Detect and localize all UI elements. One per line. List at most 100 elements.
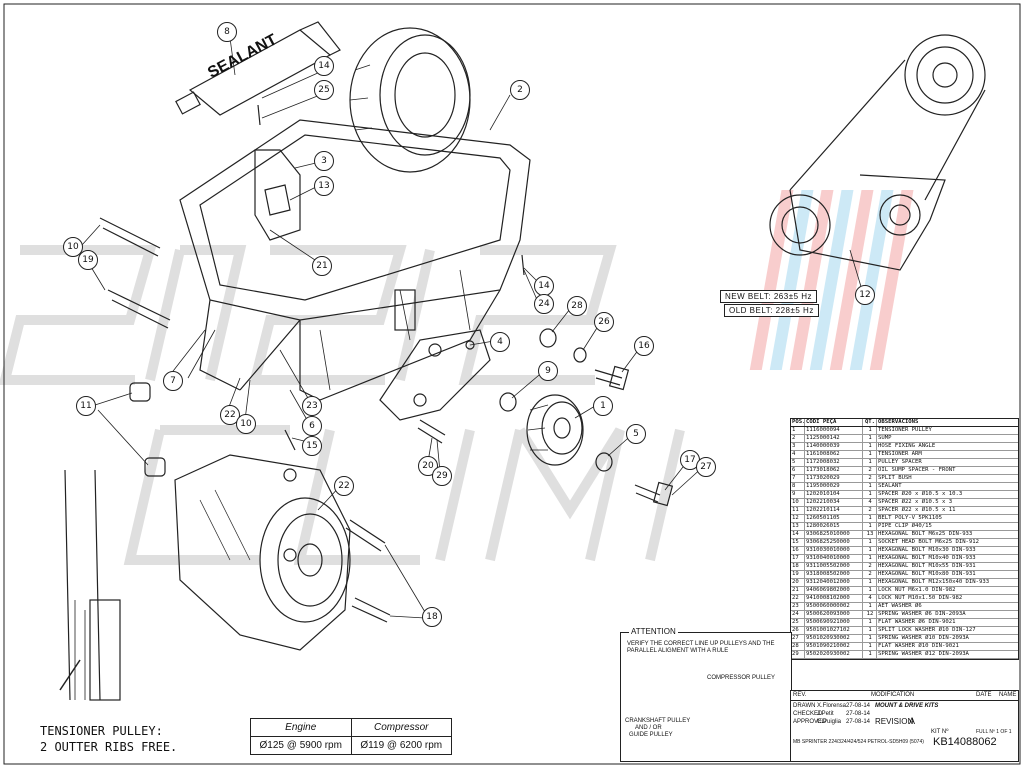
table-cell: SPACER Ø20 x Ø10.5 x 10.3 xyxy=(878,491,963,497)
sealant-tube xyxy=(175,21,341,116)
callout-22b: 22 xyxy=(334,476,354,496)
attention-title: ATTENTION xyxy=(629,627,678,636)
table-cell: 14 xyxy=(791,531,805,538)
table-cell: 1 xyxy=(863,555,877,562)
table-cell: 15 xyxy=(791,539,805,546)
table-cell: 29 xyxy=(791,651,805,658)
table-cell: 1 xyxy=(863,627,877,634)
table-cell: 9406069802000 xyxy=(805,587,863,594)
col-pos: POS. xyxy=(792,419,805,426)
table-cell: 1125000142 xyxy=(805,435,863,442)
callout-24: 24 xyxy=(534,294,554,314)
table-cell: OIL SUMP SPACER - FRONT xyxy=(878,467,956,473)
table-cell: SPLIT BUSH xyxy=(878,475,912,481)
callout-9: 9 xyxy=(538,361,558,381)
table-cell: SUMP xyxy=(878,435,892,441)
table-cell: 16 xyxy=(791,547,805,554)
table-cell: 21 xyxy=(791,587,805,594)
table-cell: 9306825250000 xyxy=(805,539,863,546)
table-cell: 1 xyxy=(863,451,877,458)
table-cell: HEXAGONAL BOLT M10x30 DIN-933 xyxy=(878,547,976,553)
table-cell: 13 xyxy=(791,523,805,530)
callout-29: 29 xyxy=(432,466,452,486)
callout-26: 26 xyxy=(594,312,614,332)
table-cell: LOCK NUT M6x1.0 DIN-982 xyxy=(878,587,956,593)
tb-brand: MOUNT & DRIVE KITS xyxy=(875,703,939,709)
table-cell: AET WASHER Ø6 xyxy=(878,603,922,609)
callout-17: 17 xyxy=(680,450,700,470)
tensioner-note-line1: TENSIONER PULLEY: xyxy=(40,724,163,738)
table-cell: 9312040012000 xyxy=(805,579,863,586)
attention-line2: PARALLEL ALIGMENT WITH A RULE xyxy=(627,648,729,654)
tb-drawn-date: 27-08-14 xyxy=(846,703,871,709)
compressor-value: Ø119 @ 6200 rpm xyxy=(360,740,443,751)
tb-revision: A xyxy=(909,716,916,726)
table-cell: BELT POLY-V 5PK1105 xyxy=(878,515,942,521)
table-cell: 9318008502000 xyxy=(805,571,863,578)
table-cell: 1 xyxy=(863,579,877,586)
table-cell: 2 xyxy=(863,507,877,514)
callout-23: 23 xyxy=(302,396,322,416)
table-cell: SPACER Ø22 x Ø10.5 x 3 xyxy=(878,499,953,505)
table-cell: 1 xyxy=(863,435,877,442)
table-cell: 27 xyxy=(791,635,805,642)
table-cell: 12 xyxy=(863,611,877,618)
callout-7: 7 xyxy=(163,371,183,391)
table-cell: PIPE CLIP Ø40/15 xyxy=(878,523,932,529)
callout-2: 2 xyxy=(510,80,530,100)
leader-lines xyxy=(81,37,863,619)
tb-approved: APPROVED xyxy=(793,719,827,725)
table-cell: 9501020930002 xyxy=(805,635,863,642)
table-cell: LOCK NUT M10x1.50 DIN-982 xyxy=(878,595,963,601)
table-cell: PULLEY SPACER xyxy=(878,459,922,465)
callout-3: 3 xyxy=(314,151,334,171)
table-cell: 1 xyxy=(863,547,877,554)
callout-21: 21 xyxy=(312,256,332,276)
table-cell: 9500620093000 xyxy=(805,611,863,618)
table-cell: 1 xyxy=(863,427,877,434)
callout-8: 8 xyxy=(217,22,237,42)
bolts xyxy=(99,104,674,623)
callout-18: 18 xyxy=(422,607,442,627)
watermark-stripes xyxy=(749,190,914,370)
table-cell: 7 xyxy=(791,475,805,482)
table-cell: 1 xyxy=(863,619,877,626)
title-block: REV. MODIFICATION DATE NAME DRAWN X.Flor… xyxy=(790,690,1019,762)
table-cell: 9501001027102 xyxy=(805,627,863,634)
callout-5: 5 xyxy=(626,424,646,444)
table-cell: TENSIONER PULLEY xyxy=(878,427,932,433)
table-cell: 13 xyxy=(863,531,877,538)
table-cell: 4 xyxy=(863,595,877,602)
table-cell: 9311005502000 xyxy=(805,563,863,570)
table-cell: 9500690921000 xyxy=(805,619,863,626)
table-cell: FLAT WASHER Ø6 DIN-9021 xyxy=(878,619,956,625)
table-cell: 1202210114 xyxy=(805,507,863,514)
tensioner-pulley xyxy=(526,394,584,466)
old-belt-frequency: OLD BELT: 228±5 Hz xyxy=(724,304,819,317)
attention-compressor-label: COMPRESSOR PULLEY xyxy=(707,675,776,681)
table-cell: SPRING WASHER Ø10 DIN-2093A xyxy=(878,635,969,641)
tb-rev: REV. xyxy=(793,692,807,698)
table-cell: SPLIT LOCK WASHER Ø10 DIN-127 xyxy=(878,627,976,633)
table-cell: 2 xyxy=(863,467,877,474)
table-cell: 1 xyxy=(863,587,877,594)
compressor xyxy=(174,454,351,651)
callout-25: 25 xyxy=(314,80,334,100)
table-cell: 9 xyxy=(791,491,805,498)
callout-16: 16 xyxy=(634,336,654,356)
tb-checked: CHECKED xyxy=(793,711,823,717)
